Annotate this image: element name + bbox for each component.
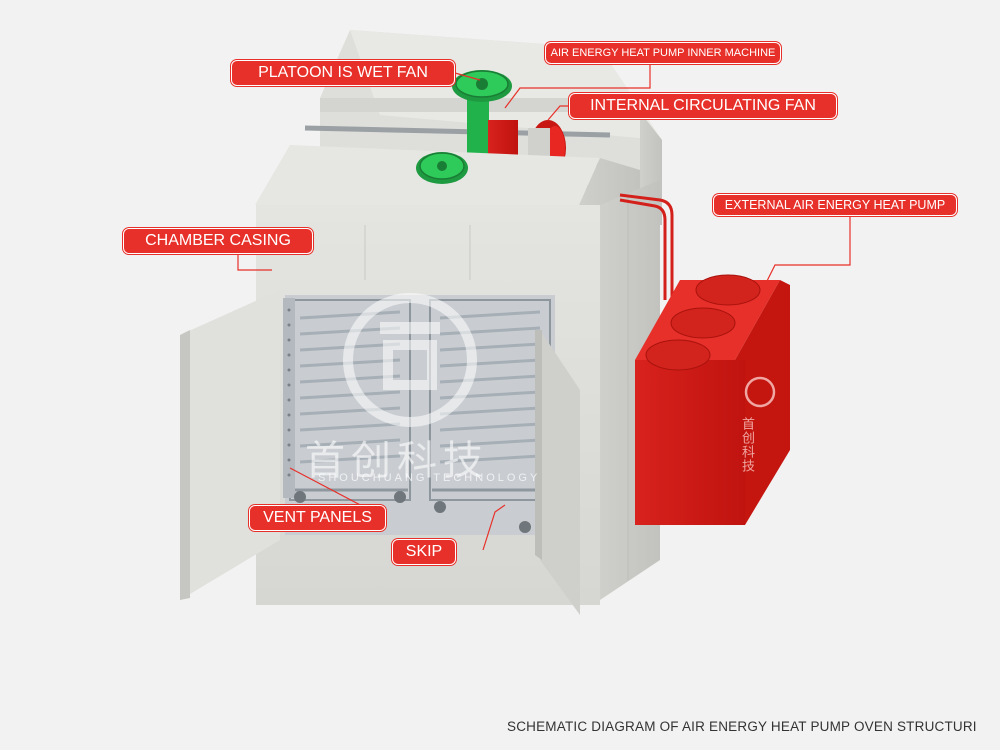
chamber-opening <box>285 295 555 535</box>
pump-logo-text: 首创科技 <box>740 417 755 473</box>
label-vent-panels: VENT PANELS <box>249 505 386 531</box>
wet-fan-green-lower <box>416 152 468 184</box>
trolley-wheels <box>294 491 531 533</box>
label-internal-circulating-fan: INTERNAL CIRCULATING FAN <box>569 93 837 119</box>
refrigerant-pipes <box>619 193 674 300</box>
label-chamber-casing: CHAMBER CASING <box>123 228 313 254</box>
label-inner-machine: AIR ENERGY HEAT PUMP INNER MACHINE <box>545 42 781 64</box>
label-skip: SKIP <box>392 539 456 565</box>
callout-leaders <box>237 62 851 551</box>
pump-logo-icon <box>744 376 776 408</box>
watermark-logo-icon <box>343 293 477 427</box>
watermark-english: SHOUCHUANG TECHNOLOGY <box>318 472 541 484</box>
vent-panel <box>283 298 295 498</box>
external-heat-pump <box>635 274 790 525</box>
label-external-heat-pump: EXTERNAL AIR ENERGY HEAT PUMP <box>713 194 957 216</box>
label-platoon-wet-fan: PLATOON IS WET FAN <box>231 60 455 86</box>
watermark-chinese: 首创科技 <box>305 439 489 483</box>
diagram-caption: SCHEMATIC DIAGRAM OF AIR ENERGY HEAT PUM… <box>507 719 977 734</box>
right-door <box>535 330 580 615</box>
